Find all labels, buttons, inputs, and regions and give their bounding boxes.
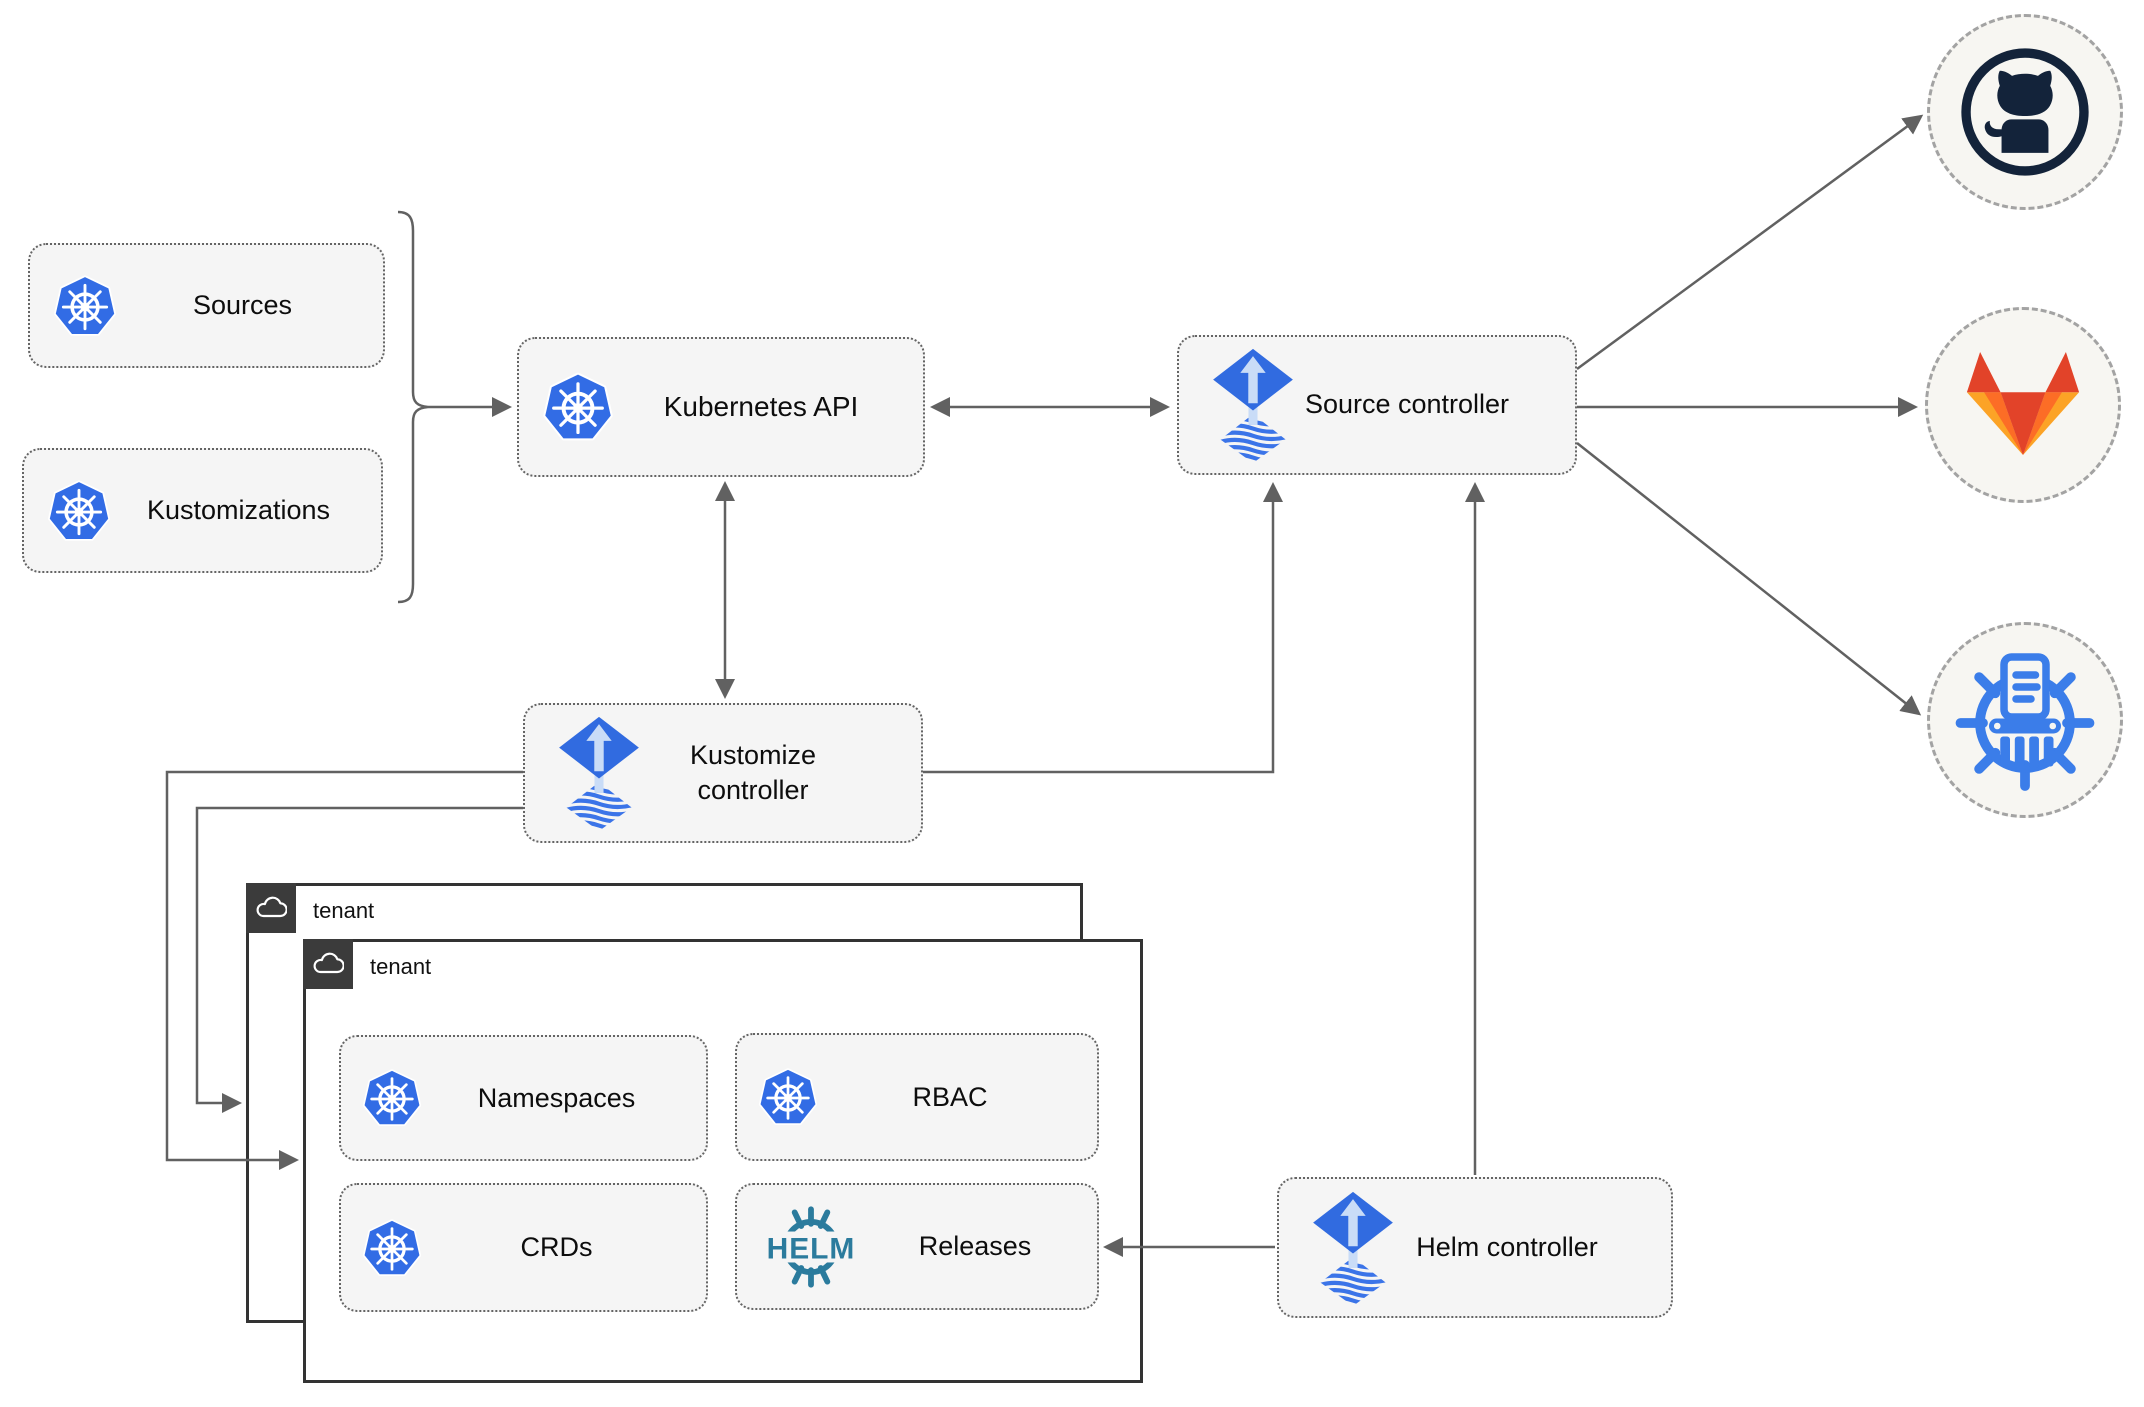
node-kustomize-controller-label: Kustomize controller	[689, 739, 817, 805]
helm-logo-text: HELM	[767, 1232, 856, 1265]
chartmuseum-icon	[1950, 645, 2100, 795]
edge-kustomize-source	[923, 482, 1283, 774]
tenant-box-front: tenant	[303, 939, 1143, 1383]
node-namespaces: Namespaces	[339, 1035, 708, 1161]
node-releases: HELM Releases	[735, 1183, 1099, 1310]
tenant-front-label: tenant	[370, 954, 432, 979]
cloud-icon	[312, 948, 344, 980]
node-rbac-label: RBAC	[912, 1081, 988, 1112]
edge-source-helm-repository	[1576, 442, 1922, 716]
node-sources-label: Sources	[192, 290, 293, 320]
flux-icon	[1309, 1190, 1397, 1306]
node-source-controller-label: Source controller	[1304, 389, 1510, 420]
node-gitlab	[1925, 307, 2121, 503]
kubernetes-icon	[757, 1065, 819, 1129]
gitlab-icon	[1957, 346, 2089, 465]
kubernetes-icon	[52, 272, 118, 340]
node-helm-repository	[1927, 622, 2123, 818]
node-sources: Sources	[28, 243, 385, 368]
node-kubernetes-api: Kubernetes API	[517, 337, 925, 477]
bracket-sources-kustomizations	[397, 210, 429, 604]
kubernetes-icon	[46, 477, 112, 545]
kubernetes-icon	[541, 369, 615, 445]
node-kubernetes-api-label: Kubernetes API	[663, 391, 859, 422]
node-crds: CRDs	[339, 1183, 708, 1312]
tenant-back-tab	[246, 883, 296, 933]
flux-icon	[1209, 347, 1297, 463]
node-source-controller: Source controller	[1177, 335, 1577, 475]
node-helm-controller-label: Helm controller	[1416, 1231, 1598, 1262]
kubernetes-icon	[361, 1216, 423, 1280]
node-kustomizations: Kustomizations	[22, 448, 383, 573]
tenant-front-tab	[303, 939, 353, 989]
tenant-back-label: tenant	[313, 898, 375, 923]
helm-logo-icon: HELM	[764, 1205, 858, 1288]
kubernetes-icon	[361, 1066, 423, 1130]
github-icon	[1958, 45, 2092, 179]
node-github	[1927, 14, 2123, 210]
node-releases-label: Releases	[918, 1231, 1032, 1261]
node-rbac: RBAC	[735, 1033, 1099, 1161]
node-kustomizations-label: Kustomizations	[146, 495, 331, 525]
node-crds-label: CRDs	[520, 1232, 593, 1262]
node-kustomize-controller: Kustomize controller	[523, 703, 923, 843]
flux-icon	[555, 715, 643, 831]
edge-source-github	[1576, 114, 1924, 371]
node-namespaces-label: Namespaces	[477, 1082, 636, 1113]
cloud-icon	[255, 892, 287, 924]
node-helm-controller: Helm controller	[1277, 1177, 1673, 1318]
